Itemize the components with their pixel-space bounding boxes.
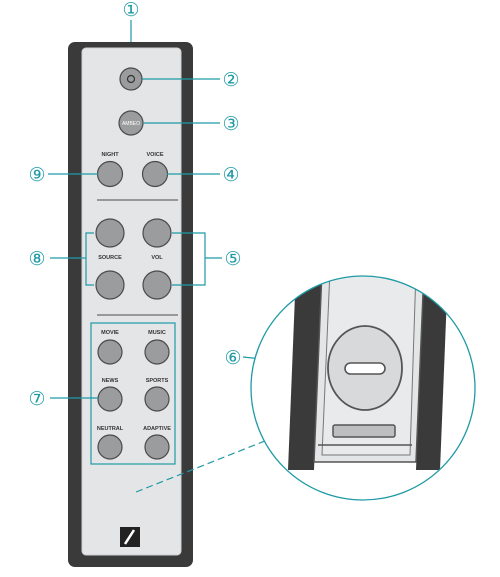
sports-label: SPORTS <box>146 378 169 384</box>
vol-label: VOL <box>151 255 163 261</box>
news-button[interactable] <box>97 386 123 412</box>
voice-label: VOICE <box>146 152 163 158</box>
callout-9-number: ⑨ <box>28 165 45 186</box>
sennheiser-logo-icon <box>120 527 140 547</box>
vol-down-button[interactable] <box>142 270 172 300</box>
night-label: NIGHT <box>101 152 119 158</box>
lower-slot <box>332 424 396 438</box>
bracket-vol-group <box>172 232 206 286</box>
source-down-button[interactable] <box>95 270 125 300</box>
callout-5-number: ⑤ <box>224 249 241 270</box>
source-label: SOURCE <box>98 255 122 261</box>
bracket-source-group <box>85 232 94 286</box>
callout-7-number: ⑦ <box>28 389 45 410</box>
callout-2-number: ② <box>222 70 239 91</box>
movie-label: MOVIE <box>101 330 119 336</box>
callout-6-number: ⑥ <box>224 348 241 369</box>
movie-button[interactable] <box>97 339 123 365</box>
callout-8-number: ⑧ <box>28 249 45 270</box>
callout-1: ① <box>122 0 139 21</box>
callout-1-number: ① <box>122 0 139 21</box>
sound-mode-group-frame <box>90 322 176 465</box>
ambeo-label: AMBEO <box>122 121 140 127</box>
power-icon <box>126 74 136 84</box>
ambeo-button[interactable]: AMBEO <box>118 110 144 136</box>
detail-magnifier <box>250 275 476 501</box>
neutral-label: NEUTRAL <box>97 426 124 432</box>
night-button[interactable] <box>96 160 124 188</box>
battery-cover[interactable] <box>327 325 403 411</box>
sports-button[interactable] <box>144 386 170 412</box>
neutral-button[interactable] <box>97 434 123 460</box>
music-label: MUSIC <box>148 330 166 336</box>
power-button[interactable] <box>119 67 143 91</box>
music-button[interactable] <box>144 339 170 365</box>
callout-3-number: ③ <box>222 114 239 135</box>
vol-up-button[interactable] <box>142 218 172 248</box>
adaptive-label: ADAPTIVE <box>143 426 171 432</box>
voice-button[interactable] <box>141 160 169 188</box>
callout-4-number: ④ <box>222 165 239 186</box>
news-label: NEWS <box>102 378 119 384</box>
source-up-button[interactable] <box>95 218 125 248</box>
adaptive-button[interactable] <box>144 434 170 460</box>
